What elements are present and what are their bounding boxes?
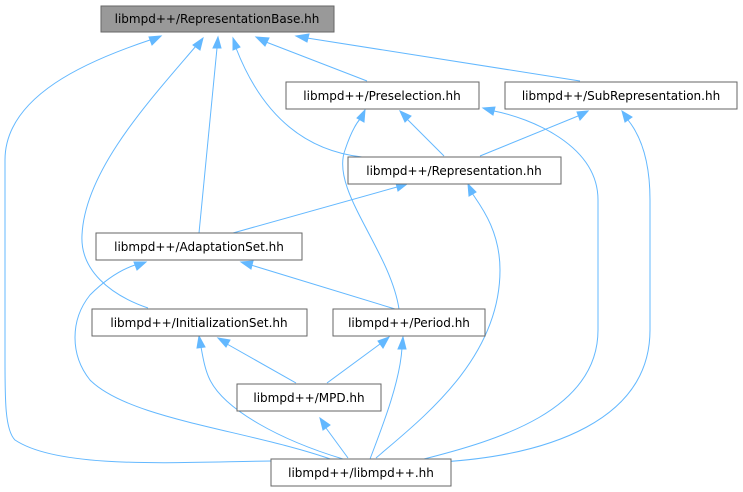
edge-representationbase-libmpd	[4, 35, 273, 464]
node-representationbase[interactable]: libmpd++/RepresentationBase.hh	[100, 5, 335, 33]
node-subrepresentation-label: libmpd++/SubRepresentation.hh	[522, 89, 720, 103]
edge-representation-adaptationset	[232, 182, 409, 234]
edge-representationbase-representation	[232, 36, 363, 158]
node-period[interactable]: libmpd++/Period.hh	[332, 308, 486, 337]
edge-subrepresentation-representation	[479, 110, 590, 157]
node-mpd[interactable]: libmpd++/MPD.hh	[236, 383, 382, 412]
edge-adaptationset-libmpd	[74, 261, 337, 462]
edge-representationbase-initializationset	[81, 36, 204, 309]
edges	[4, 33, 651, 464]
node-adaptationset[interactable]: libmpd++/AdaptationSet.hh	[95, 232, 303, 261]
edge-representationbase-subrepresentation	[294, 33, 581, 82]
node-representationbase-label: libmpd++/RepresentationBase.hh	[115, 12, 320, 26]
edge-initializationset-mpd	[216, 337, 297, 384]
node-initializationset-label: libmpd++/InitializationSet.hh	[110, 316, 287, 330]
node-preselection-label: libmpd++/Preselection.hh	[303, 89, 460, 103]
node-representation-label: libmpd++/Representation.hh	[366, 164, 542, 178]
node-libmpd-label: libmpd++/libmpd++.hh	[288, 466, 434, 480]
edge-subrepresentation-libmpd	[441, 109, 651, 463]
edge-representationbase-adaptationset	[198, 35, 222, 234]
edge-adaptationset-period	[239, 260, 396, 310]
edge-preselection-representation	[398, 109, 445, 157]
edge-mpd-libmpd	[319, 416, 349, 459]
node-adaptationset-label: libmpd++/AdaptationSet.hh	[114, 240, 284, 254]
node-initializationset[interactable]: libmpd++/InitializationSet.hh	[91, 308, 308, 337]
edge-representation-libmpd	[375, 182, 501, 459]
node-subrepresentation[interactable]: libmpd++/SubRepresentation.hh	[504, 81, 738, 110]
edge-period-libmpd	[369, 335, 407, 460]
edge-initializationset-libmpd	[196, 334, 344, 460]
edge-preselection-period	[342, 108, 400, 310]
node-period-label: libmpd++/Period.hh	[348, 316, 470, 330]
node-mpd-label: libmpd++/MPD.hh	[253, 391, 364, 405]
node-representation[interactable]: libmpd++/Representation.hh	[347, 156, 562, 185]
edge-preselection-libmpd	[419, 106, 599, 461]
nodes: libmpd++/RepresentationBase.hh libmpd++/…	[91, 5, 738, 487]
edge-representationbase-preselection	[254, 36, 368, 82]
node-preselection[interactable]: libmpd++/Preselection.hh	[285, 81, 480, 110]
node-libmpd[interactable]: libmpd++/libmpd++.hh	[270, 458, 452, 487]
edge-period-mpd	[326, 336, 391, 384]
